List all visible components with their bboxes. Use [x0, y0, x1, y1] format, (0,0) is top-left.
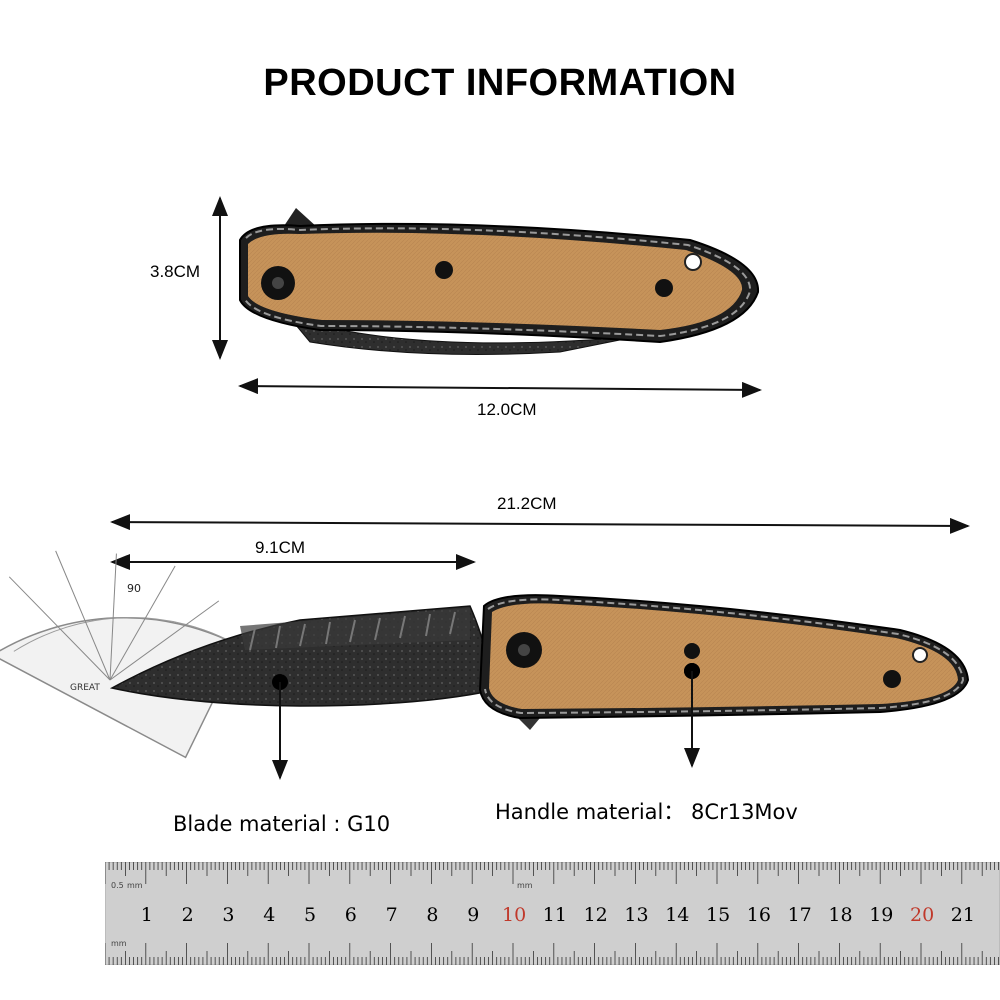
open-length-label: 21.2CM: [497, 494, 557, 513]
ruler-number: 20: [910, 904, 935, 926]
svg-text:0.5: 0.5: [111, 881, 124, 890]
ruler-number: 5: [304, 904, 317, 926]
ruler-number: 14: [665, 904, 690, 926]
closed-length-arrow: [238, 378, 762, 398]
svg-text:mm: mm: [127, 881, 143, 890]
closed-length-label: 12.0CM: [477, 400, 537, 419]
svg-text:mm: mm: [517, 881, 533, 890]
ruler-number: 17: [787, 904, 812, 926]
closed-height-label: 3.8CM: [150, 262, 201, 281]
protractor-label: 90: [127, 582, 141, 595]
open-length-arrow: [110, 514, 970, 534]
ruler-number: 8: [426, 904, 439, 926]
ruler-number: 10: [502, 904, 527, 926]
ruler-number: 4: [263, 904, 276, 926]
ruler-number: 3: [222, 904, 235, 926]
ruler-number: 6: [344, 904, 357, 926]
ruler-number: 19: [869, 904, 894, 926]
protractor-brand: GREAT: [70, 683, 100, 693]
ruler-number: 16: [746, 904, 771, 926]
ruler-number: 21: [950, 904, 975, 926]
open-knife-image: [109, 594, 970, 730]
svg-text:mm: mm: [111, 939, 127, 948]
closed-knife-image: [239, 208, 760, 355]
ruler-number: 15: [706, 904, 731, 926]
ruler-number: 2: [181, 904, 194, 926]
handle-material-label: Handle material： 8Cr13Mov: [495, 800, 798, 824]
ruler-number: 12: [583, 904, 608, 926]
ruler-number: 1: [140, 904, 153, 926]
blade-material-label: Blade material : G10: [173, 812, 391, 836]
ruler-number: 11: [542, 904, 567, 926]
ruler-number: 7: [385, 904, 398, 926]
blade-length-label: 9.1CM: [255, 538, 306, 557]
page-title: PRODUCT INFORMATION: [263, 62, 737, 104]
ruler-number: 9: [467, 904, 480, 926]
ruler-number: 13: [624, 904, 649, 926]
ruler-number: 18: [828, 904, 853, 926]
